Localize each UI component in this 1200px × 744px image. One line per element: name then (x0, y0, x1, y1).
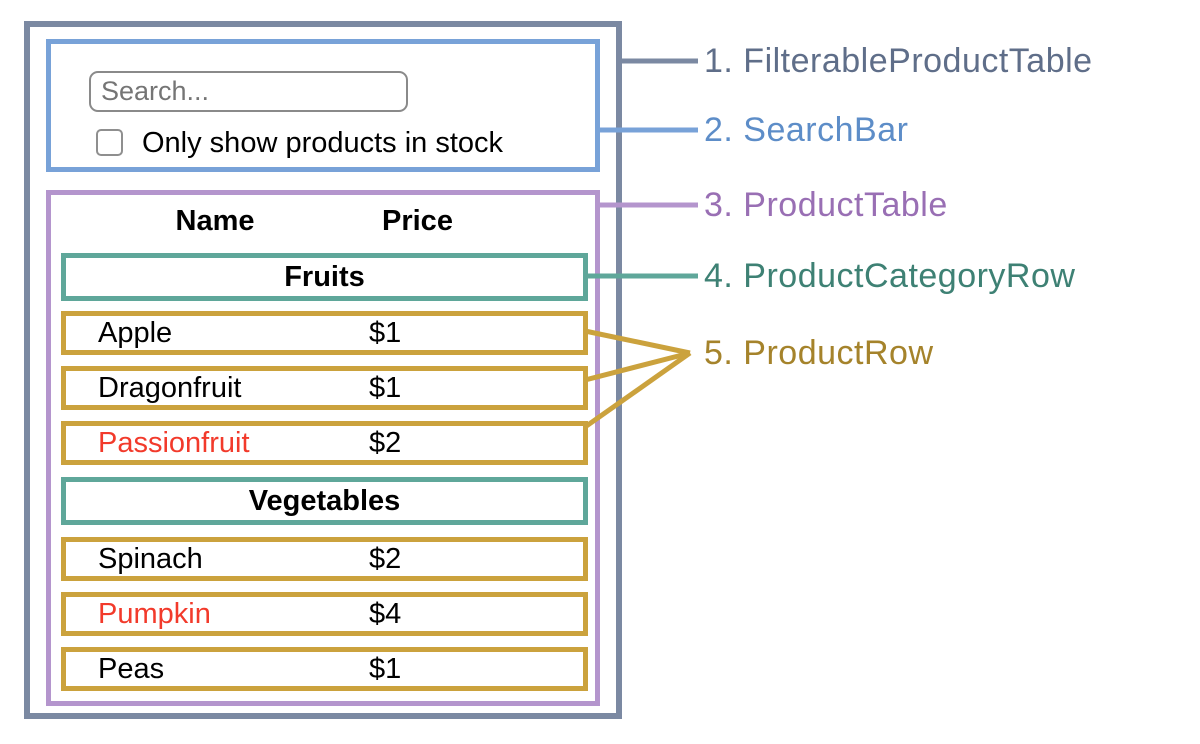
product-price: $1 (369, 316, 402, 349)
legend-label-product-row: 5. ProductRow (704, 334, 934, 372)
category-row-vegetables: Vegetables (61, 477, 588, 525)
in-stock-checkbox[interactable] (96, 129, 123, 156)
legend-label-filterable-product-table: 1. FilterableProductTable (704, 42, 1093, 80)
legend-label-product-table: 3. ProductTable (704, 186, 948, 224)
product-name: Peas (98, 652, 165, 685)
product-name: Spinach (98, 542, 203, 575)
search-input[interactable] (89, 71, 408, 112)
in-stock-checkbox-label: Only show products in stock (142, 127, 504, 159)
product-row: Spinach $2 (61, 537, 588, 581)
column-header-name: Name (175, 205, 255, 237)
product-row: Pumpkin $4 (61, 592, 588, 636)
product-price: $4 (369, 597, 402, 630)
product-price: $2 (369, 542, 402, 575)
product-name: Dragonfruit (98, 371, 242, 404)
product-row: Dragonfruit $1 (61, 366, 588, 410)
product-name: Apple (98, 316, 173, 349)
product-price: $1 (369, 371, 402, 404)
legend-label-search-bar: 2. SearchBar (704, 111, 909, 149)
product-row: Peas $1 (61, 647, 588, 691)
product-row: Passionfruit $2 (61, 421, 588, 465)
category-label: Vegetables (248, 484, 401, 517)
legend-label-product-category-row: 4. ProductCategoryRow (704, 257, 1076, 295)
product-price: $2 (369, 426, 402, 459)
column-header-price: Price (382, 205, 453, 237)
product-name-out-of-stock: Pumpkin (98, 597, 211, 630)
product-name-out-of-stock: Passionfruit (98, 426, 250, 459)
product-row: Apple $1 (61, 311, 588, 355)
product-price: $1 (369, 652, 402, 685)
category-label: Fruits (284, 260, 365, 293)
category-row-fruits: Fruits (61, 253, 588, 301)
